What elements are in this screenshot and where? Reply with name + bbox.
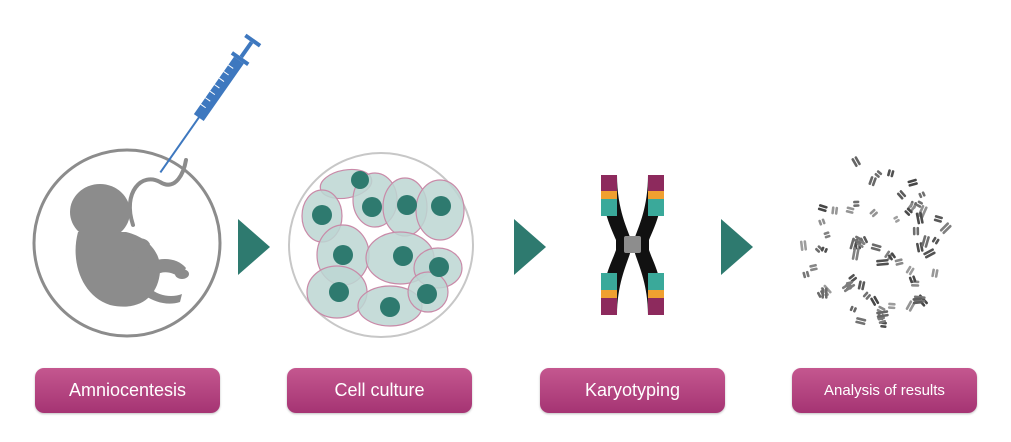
chromosome-fragment: [912, 226, 920, 236]
step-amniocentesis-label: Amniocentesis: [35, 368, 220, 413]
chromosome-fragment: [931, 236, 940, 245]
syringe-icon: [159, 33, 262, 174]
chromosome-fragment: [921, 235, 930, 248]
chromosome-fragment: [856, 239, 866, 248]
chromosome-fragment: [841, 280, 856, 293]
chromosome-fragment: [855, 317, 867, 326]
chromosome-fragment: [851, 156, 861, 168]
chromosome-fragment: [904, 207, 913, 216]
chromosome-fragment: [876, 310, 889, 318]
step-karyotyping-label: Karyotyping: [540, 368, 725, 413]
chromosome-fragment: [894, 258, 904, 266]
chromosome-fragment: [939, 222, 952, 235]
chromosome-fragment: [893, 215, 900, 223]
chromosome-fragment: [870, 243, 882, 252]
chromosome-fragment: [887, 169, 895, 178]
chromosome-fragment: [818, 218, 826, 226]
chromosome-fragment: [877, 316, 887, 324]
chromosome-fragment: [887, 252, 896, 261]
chromosome-fragment: [816, 290, 825, 298]
chromosome-fragment: [896, 190, 907, 200]
arrow-right-icon: [238, 219, 270, 275]
chromosome-fragment: [849, 305, 857, 313]
chromosome-fragment: [876, 258, 889, 267]
chromosome-fragment: [799, 240, 808, 252]
chromosome-fragment: [851, 247, 860, 261]
chromosome-fragment: [820, 246, 828, 253]
chromosome-fragment: [874, 170, 883, 178]
chromosome-fragment: [908, 275, 917, 284]
chromosome-fragment: [931, 268, 939, 278]
step-analysis-label: Analysis of results: [792, 368, 977, 413]
chromosome-fragment: [845, 206, 855, 214]
chromosome-fragment: [857, 280, 866, 291]
chromosome-fragment: [907, 178, 918, 187]
chromosome-fragment: [802, 270, 810, 279]
arrow-right-icon: [514, 219, 546, 275]
chromosome-fragment: [933, 215, 943, 223]
fetus-syringe-icon: [32, 33, 262, 338]
chromosome-fragment: [869, 208, 878, 218]
chromosome-fragment: [870, 295, 880, 306]
chromosome-fragment: [917, 204, 928, 219]
step-cell-culture-label: Cell culture: [287, 368, 472, 413]
chromosome-bands: [601, 175, 664, 315]
arrow-right-icon: [721, 219, 753, 275]
chromosome-fragment: [916, 242, 924, 253]
metaphase-spread-icon: [799, 156, 952, 329]
chromosome-fragment: [817, 204, 828, 213]
cell-culture-icon: [288, 152, 474, 338]
chromosome-fragment: [823, 231, 831, 239]
chromosome-fragment: [905, 265, 915, 276]
chromosome-fragment: [868, 176, 877, 187]
chromosome-fragment: [912, 297, 923, 305]
chromosome-icon: [601, 175, 664, 315]
chromosome-fragment: [809, 263, 818, 272]
chromosome-fragment: [853, 235, 864, 245]
chromosome-fragment: [887, 302, 896, 310]
chromosome-fragment: [918, 191, 926, 199]
chromosome-fragment: [905, 300, 916, 312]
chromosome-fragment: [915, 211, 924, 225]
chromosome-fragment: [831, 206, 839, 215]
chromosome-fragment: [915, 200, 924, 208]
chromosome-fragment: [923, 248, 936, 259]
chromosome-fragment: [853, 200, 860, 208]
chromosome-fragment: [862, 291, 872, 300]
